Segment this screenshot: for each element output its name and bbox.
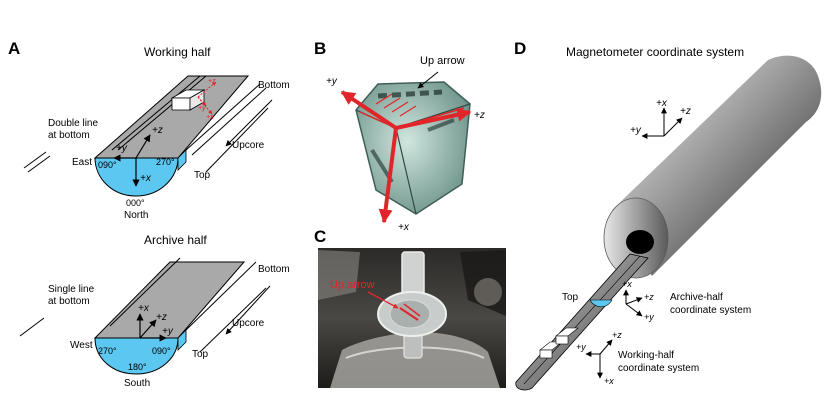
d-archive-z [625, 297, 643, 305]
panel-a-letter: A [8, 39, 20, 58]
archive-upcore-label: Upcore [232, 318, 265, 329]
panel-c: C Up arrow [314, 227, 506, 388]
panel-d-title: Magnetometer coordinate system [566, 45, 744, 59]
d-frame-x-label: +x [656, 98, 668, 109]
north-label: North [124, 210, 148, 221]
deg-270-label: 270° [156, 157, 175, 167]
archive-axis-x-label: +x [138, 303, 150, 314]
archive-core-end-section [94, 337, 179, 375]
b-axis-x-label: +x [398, 222, 410, 233]
archive-axis-y-label: +y [162, 326, 174, 337]
working-axis-x-label: +x [140, 173, 152, 184]
archive-deg-090-label: 090° [152, 346, 171, 356]
working-upcore-label: Upcore [232, 140, 265, 151]
panel-c-letter: C [314, 227, 326, 246]
south-label: South [124, 378, 150, 389]
archive-deg-270-label: 270° [98, 346, 117, 356]
working-sample-cube: +z +y +x [170, 78, 217, 121]
panel-d-letter: D [514, 39, 526, 58]
up-arrow-label-b: Up arrow [420, 55, 465, 67]
deg-090-label: 090° [98, 160, 117, 170]
b-axis-y [340, 90, 398, 130]
west-label: West [70, 340, 93, 351]
panel-d: D Magnetometer coordinate system +x +z +… [514, 39, 822, 391]
b-axis-y-label: +y [326, 76, 338, 87]
d-frame-y-label: +y [630, 125, 642, 136]
d-working-label-1: Working-half [618, 350, 674, 361]
archive-top-label: Top [192, 349, 209, 360]
archive-axis-z-label: +z [156, 312, 167, 323]
d-working-z-label: +z [612, 330, 622, 340]
archive-half-title: Archive half [144, 233, 207, 247]
up-arrow-pointer [417, 71, 439, 89]
panel-b-letter: B [314, 39, 326, 58]
rod-sample-cubes [539, 327, 579, 359]
working-half-title: Working half [144, 45, 211, 59]
east-label: East [72, 157, 92, 168]
panel-a-archive-half: Archive half Single line at bottom +x +z… [19, 233, 290, 389]
panel-b: B Up arrow +y +z +x [314, 39, 500, 233]
d-archive-label-1: Archive-half [670, 292, 723, 303]
double-line-note-1: Double line [48, 118, 98, 129]
single-line-note-2: at bottom [48, 296, 90, 307]
d-archive-x-label: +x [622, 279, 632, 289]
d-top-label: Top [562, 292, 579, 303]
archive-axis-z [139, 319, 157, 339]
working-axis-z-label: +z [152, 125, 163, 136]
up-arrow-pointer-c [367, 291, 399, 309]
working-axis-y-label: +y [116, 143, 128, 154]
upcore-arrow [225, 99, 273, 147]
single-line-note-1: Single line [48, 284, 95, 295]
d-working-z [599, 339, 613, 355]
d-archive-y-label: +y [644, 312, 654, 322]
d-working-label-2: coordinate system [618, 363, 699, 374]
double-line-symbol-b [27, 155, 51, 173]
cube-x-label: +x [206, 114, 214, 121]
deg-000-label: 000° [126, 198, 145, 208]
d-archive-label-2: coordinate system [670, 305, 751, 316]
double-line-note-2: at bottom [48, 130, 90, 141]
d-frame-z [663, 117, 683, 137]
working-axis-z [135, 134, 151, 159]
d-archive-z-label: +z [644, 292, 654, 302]
panel-a-working-half: A Working half Double line at bottom +z … [8, 39, 290, 221]
b-axis-z [395, 107, 472, 130]
cube-z-label: +z [208, 78, 216, 85]
deg-180-label: 180° [128, 362, 147, 372]
working-top-label: Top [194, 170, 211, 181]
b-axis-x [378, 127, 398, 224]
single-line-symbol [19, 317, 45, 337]
archive-bottom-label: Bottom [258, 264, 290, 275]
b-axis-z-label: +z [474, 110, 485, 121]
working-bottom-label: Bottom [258, 80, 290, 91]
double-line-symbol-a [23, 151, 47, 169]
d-working-y-label: +y [576, 342, 586, 352]
d-archive-y [625, 303, 643, 317]
up-arrow-label-c: Up arrow [330, 279, 375, 291]
cube-y-label: +y [198, 105, 206, 112]
archive-upcore-arrow [225, 285, 271, 335]
d-frame-z-label: +z [680, 106, 691, 117]
d-working-x-label: +x [604, 376, 614, 386]
